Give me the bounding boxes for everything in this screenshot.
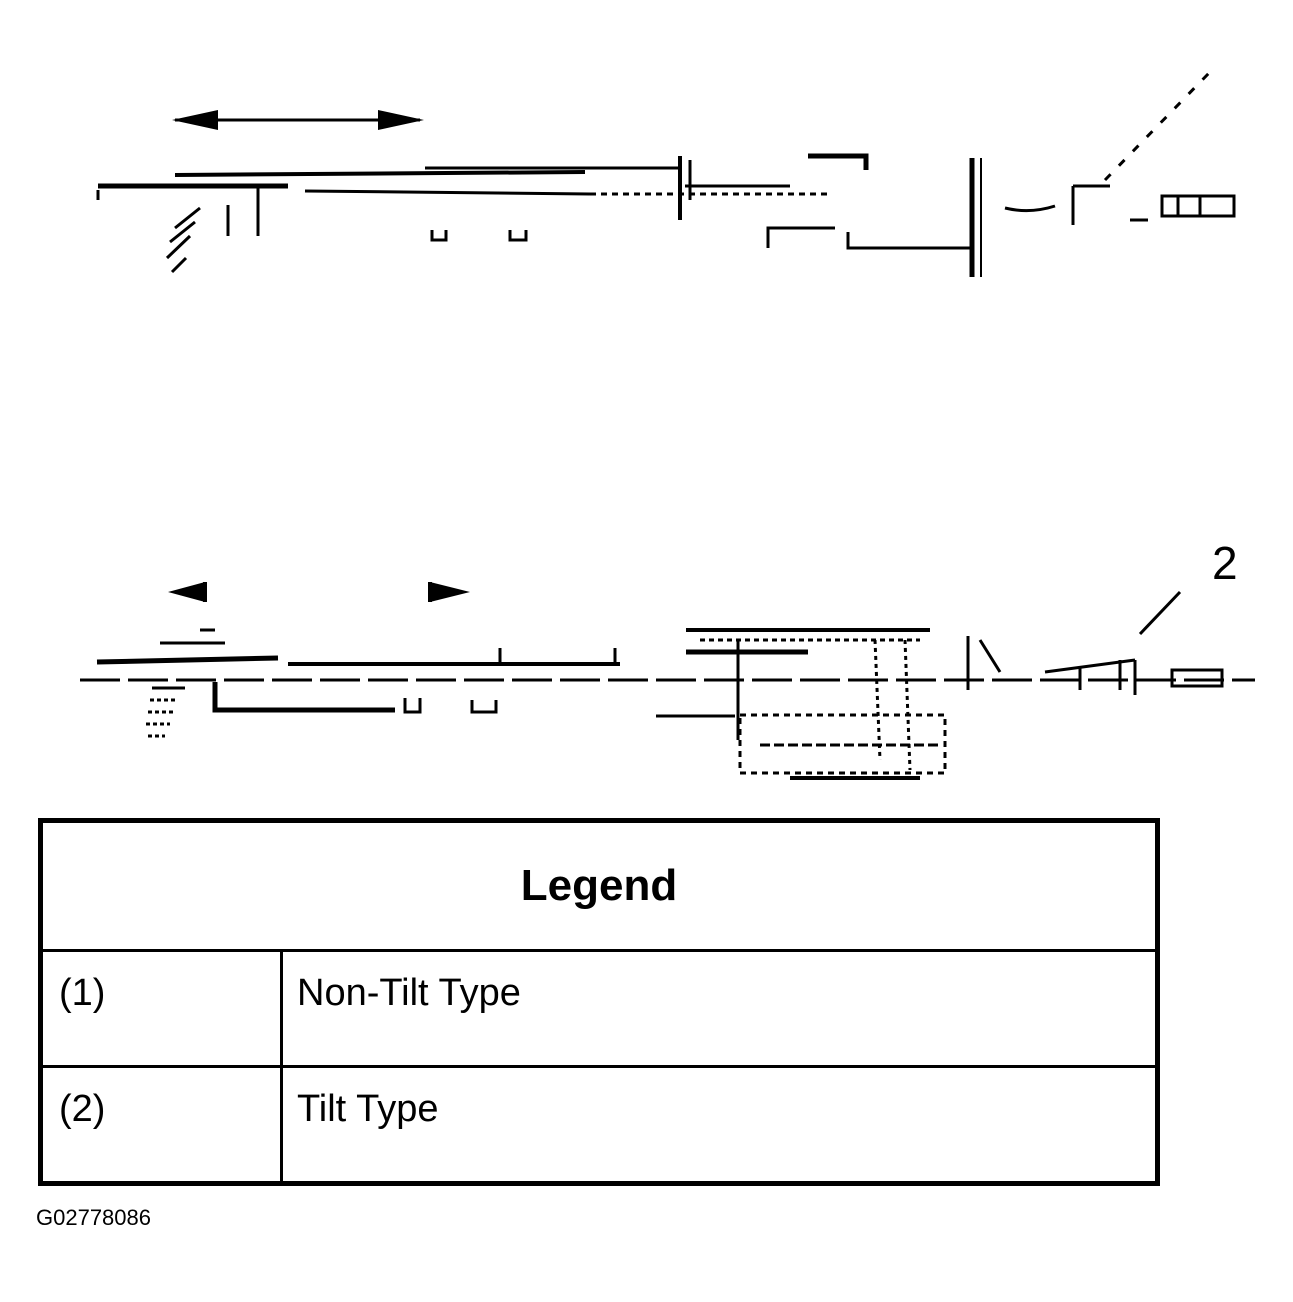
tilt-column-drawing: [80, 582, 1255, 780]
figure-id: G02778086: [36, 1205, 151, 1230]
callout-label-2: 2: [1212, 537, 1238, 589]
legend-title-row: Legend: [43, 823, 1155, 952]
legend-table: Legend (1) Non-Tilt Type (2) Tilt Type: [38, 818, 1160, 1186]
legend-title: Legend: [520, 861, 678, 910]
legend-row: (1) Non-Tilt Type: [43, 952, 1155, 1065]
legend-value: Non-Tilt Type: [297, 972, 521, 1014]
legend-value: Tilt Type: [297, 1088, 439, 1130]
legend-key: (2): [43, 1068, 283, 1181]
steering-column-diagram: [80, 70, 1255, 780]
non-tilt-column-drawing: [96, 70, 1236, 277]
legend-row: (2) Tilt Type: [43, 1065, 1155, 1181]
legend-key: (1): [43, 952, 283, 1065]
